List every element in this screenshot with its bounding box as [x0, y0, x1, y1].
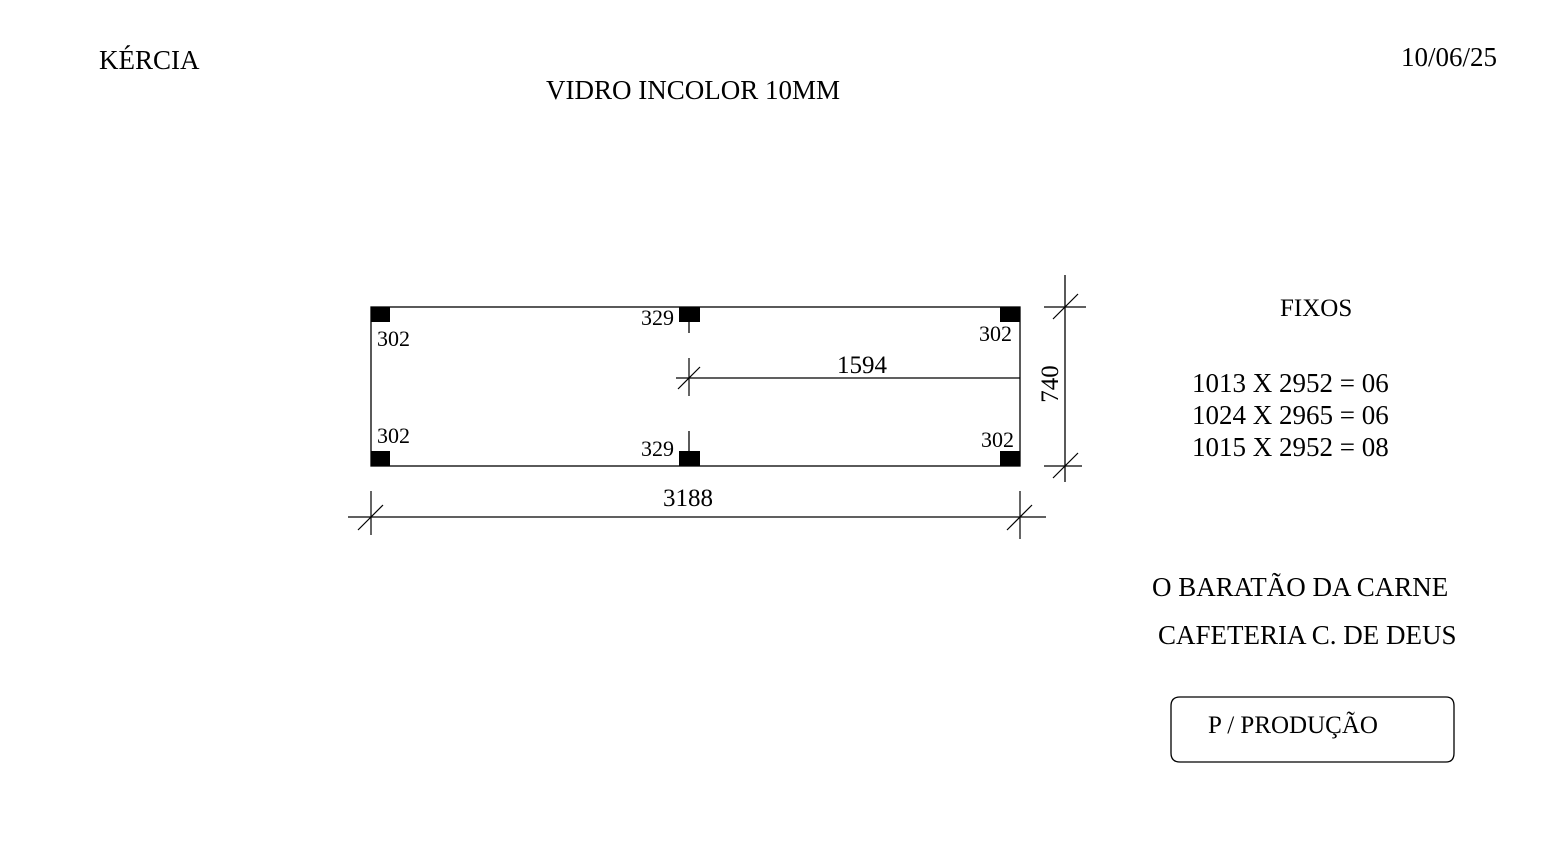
dimension-center-offset: 1594 [676, 352, 1020, 396]
label-top-left: 302 [377, 326, 410, 351]
fitting-bottom-right [1000, 451, 1020, 466]
fitting-top-right [1000, 307, 1020, 322]
project-name-2: CAFETERIA C. DE DEUS [1158, 620, 1457, 650]
label-top-middle: 329 [641, 305, 674, 330]
material-title: VIDRO INCOLOR 10MM [546, 75, 840, 105]
fitting-bottom-left [371, 451, 390, 466]
fitting-bottom-middle [679, 451, 700, 466]
production-stamp: P / PRODUÇÃO [1170, 696, 1455, 763]
fittings [371, 307, 1020, 466]
label-bottom-right: 302 [981, 427, 1014, 452]
dimension-height: 740 [1037, 275, 1086, 482]
dimension-height-label: 740 [1037, 365, 1064, 403]
dimension-total-width-label: 3188 [663, 485, 713, 512]
production-stamp-label: P / PRODUÇÃO [1208, 711, 1378, 739]
project-name-1: O BARATÃO DA CARNE [1152, 572, 1448, 602]
dimension-total-width: 3188 [348, 485, 1046, 539]
fixos-item-3: 1015 X 2952 = 08 [1192, 432, 1389, 462]
label-top-right: 302 [979, 321, 1012, 346]
fixos-item-1: 1013 X 2952 = 06 [1192, 368, 1389, 398]
glass-panel-outline [370, 306, 1021, 467]
fixos-title: FIXOS [1280, 295, 1352, 322]
fitting-top-left [371, 307, 390, 322]
production-stamp-border [1170, 696, 1455, 763]
label-bottom-middle: 329 [641, 436, 674, 461]
fixos-item-2: 1024 X 2965 = 06 [1192, 400, 1389, 430]
client-name: KÉRCIA [99, 45, 200, 75]
label-bottom-left: 302 [377, 423, 410, 448]
drawing-date: 10/06/25 [1401, 42, 1497, 72]
dimension-center-offset-label: 1594 [837, 352, 888, 379]
fitting-top-middle [679, 307, 700, 322]
